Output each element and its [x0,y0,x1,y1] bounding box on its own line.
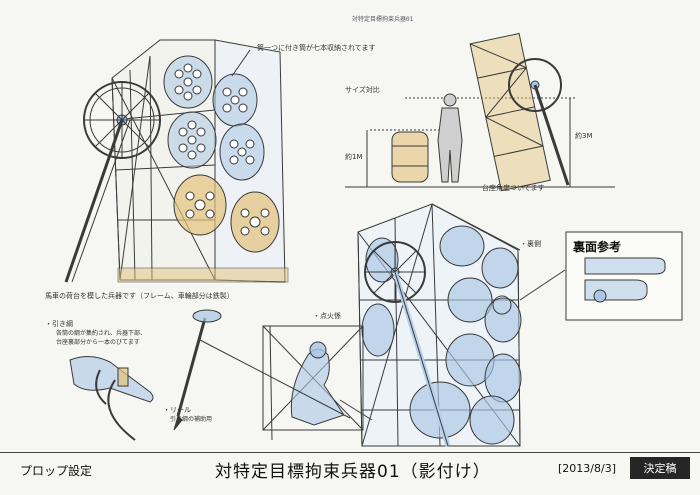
height-3m-label: 約3M [575,132,593,140]
category-label: プロップ設定 [20,464,93,478]
igniter-label: ・点火係 [313,312,341,320]
weapon-front-view [64,39,289,283]
sheet-title: 対特定目標拘束兵器01（影付け） [215,462,491,482]
cylinders-note: 筒一つに付き筒が七本収納されてます [257,44,376,52]
size-compare-label: サイズ対比 [345,86,380,94]
reverse-side-label: ・裏側 [520,240,541,248]
footer-bar: プロップ設定 対特定目標拘束兵器01（影付け） [2013/8/3] 決定稿 [0,452,700,495]
back-reference-title: 裏面参考 [573,240,622,254]
pull-rope-title: ・引き綱 [45,320,73,328]
back-reference-box [492,231,683,321]
weapon-shaded-view [357,203,522,447]
size-comparison-diagram [345,32,615,192]
reel-title: ・リール [163,406,191,414]
pull-rope-detail [69,309,351,441]
igniter-figure [262,325,373,441]
carriage-description: 馬車の荷台を模した兵器です（フレーム、車輪部分は鉄製） [45,292,234,300]
sketch-art [64,32,683,447]
reel-description: 引き綱の補助用 [170,416,213,423]
pull-rope-line2: 台座裏部分から一本のびてます [56,339,140,346]
status-badge: 決定稿 [630,457,690,479]
pedestal-angle-note: 台座角度ついてます [482,184,545,192]
height-1m-label: 約1M [345,153,363,161]
pull-rope-line1: 各筒の綱が集約され、兵器下部、 [56,330,147,337]
date-stamp: [2013/8/3] [558,462,616,475]
handwritten-title-note: 対特定目標拘束兵器01 [352,16,414,23]
